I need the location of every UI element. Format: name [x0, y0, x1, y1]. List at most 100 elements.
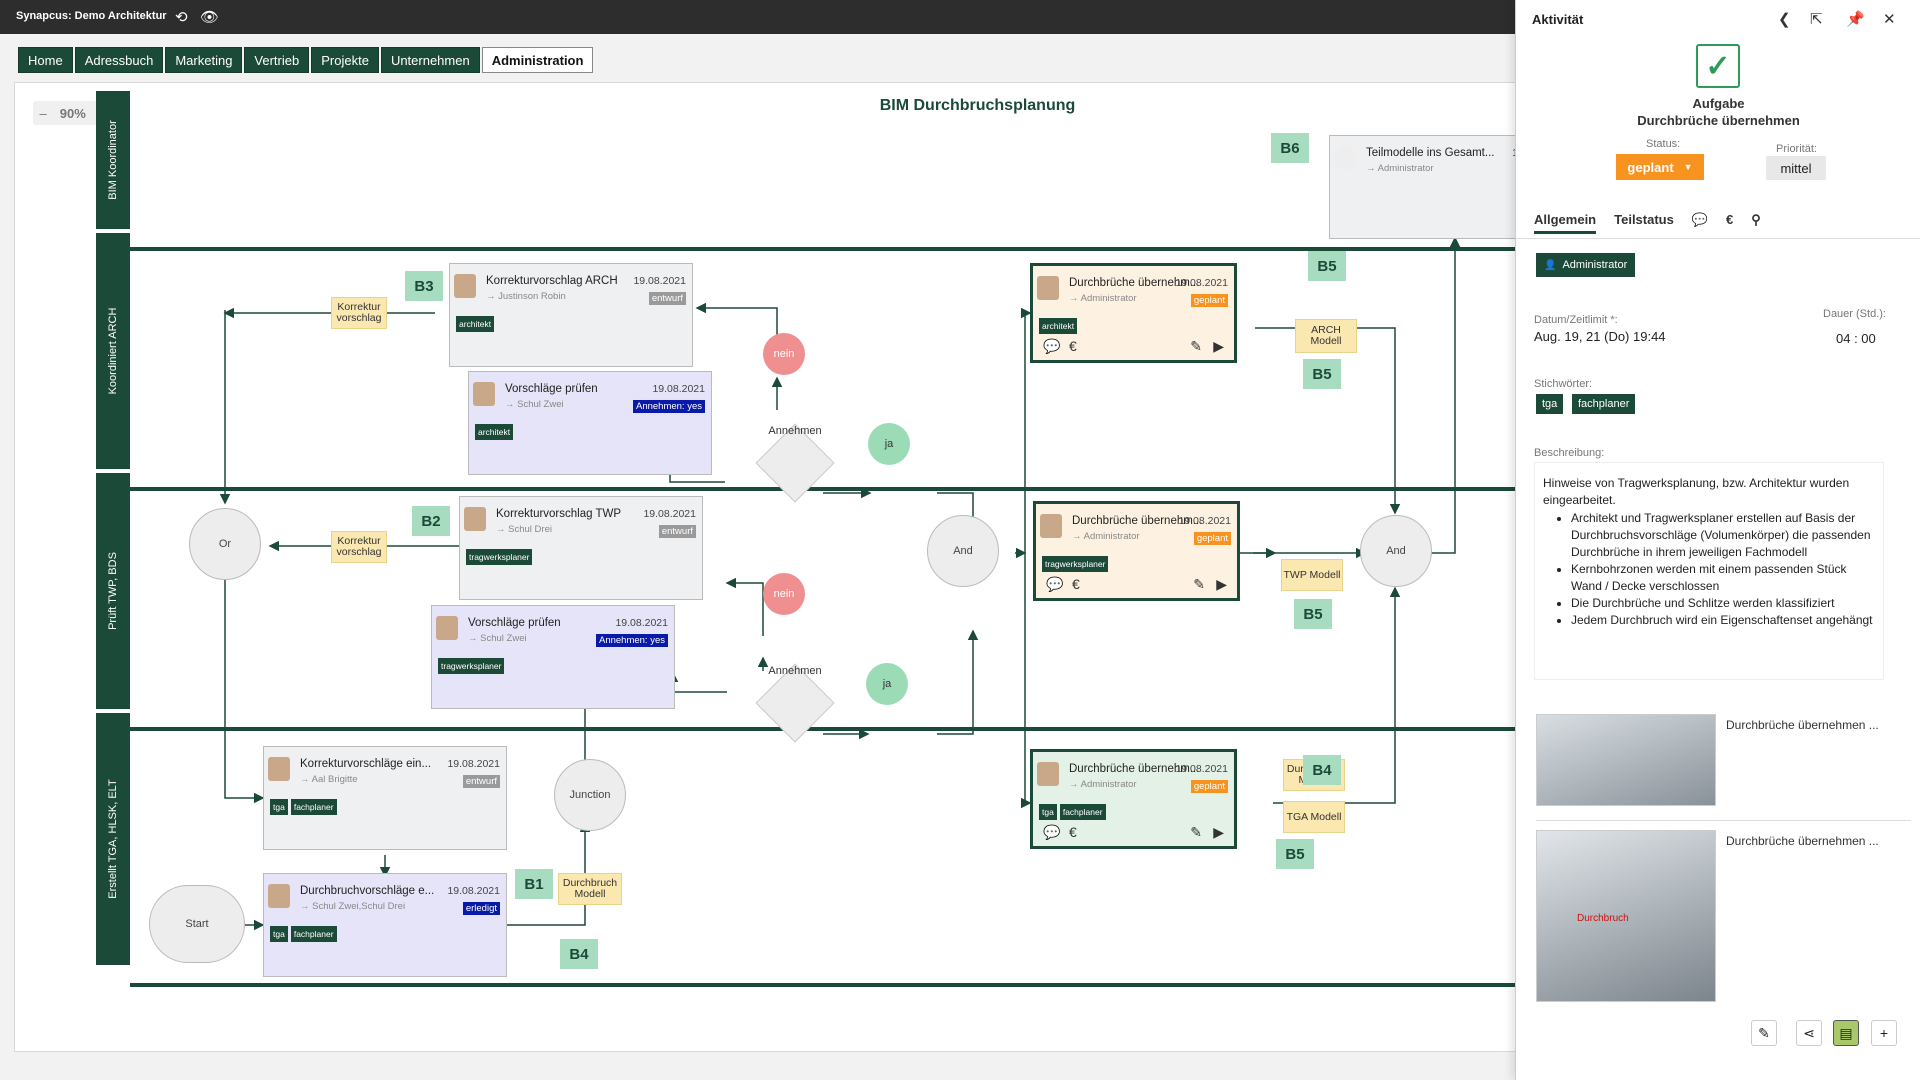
description-item: Kernbohrzonen werden mit einem passenden… — [1571, 561, 1875, 595]
app-title: Synapcus: Demo Architektur — [16, 10, 167, 22]
comment-icon[interactable]: 💬 — [1043, 824, 1061, 840]
euro-icon[interactable]: € — [1069, 824, 1077, 840]
task-card[interactable]: Vorschläge prüfen 19.08.2021 → Schul Zwe… — [431, 605, 675, 709]
tga-modell-note[interactable]: TGA Modell — [1283, 801, 1345, 833]
task-assignee: → Administrator — [1069, 779, 1137, 790]
attachment-title[interactable]: Durchbrüche übernehmen ... — [1726, 718, 1879, 732]
durchbruch-modell-note[interactable]: Durchbruch Modell — [558, 873, 622, 905]
node-label: nein — [773, 348, 795, 360]
attachment-thumbnail[interactable]: Durchbruch — [1536, 830, 1716, 1002]
back-icon[interactable]: ❮ — [1778, 11, 1791, 28]
b4-badge: B4 — [560, 939, 598, 969]
description-box[interactable]: Hinweise von Tragwerksplanung, bzw. Arch… — [1534, 462, 1884, 680]
tab-administration[interactable]: Administration — [481, 47, 594, 73]
edit-icon[interactable]: ✎ — [1190, 338, 1202, 354]
add-button[interactable]: + — [1871, 1020, 1897, 1046]
play-icon[interactable]: ▶ — [1216, 576, 1227, 592]
junction-gateway[interactable]: Junction — [554, 759, 626, 831]
priority-value[interactable]: mittel — [1766, 156, 1826, 180]
edit-icon[interactable]: ✎ — [1193, 576, 1205, 592]
process-canvas[interactable]: – 90% + BIM Durchbruchsplanung — [14, 82, 1520, 1052]
comment-icon[interactable]: 💬 — [1691, 212, 1709, 227]
tag: architekt — [1039, 318, 1078, 334]
status-label: Status: — [1646, 138, 1681, 150]
and-gateway[interactable]: And — [927, 515, 999, 587]
start-event[interactable]: Start — [149, 885, 245, 963]
task-card[interactable]: Durchbruchvorschläge e... 19.08.2021 → S… — [263, 873, 507, 977]
task-card[interactable]: Durchbrüche übernehm... 19.08.2021 → Adm… — [1030, 749, 1237, 849]
korrekturvorschlag-note[interactable]: Korrektur vorschlag — [331, 297, 387, 329]
task-assignee: → Aal Brigitte — [300, 774, 358, 785]
status-dropdown[interactable]: geplant▼ — [1616, 154, 1704, 180]
deadline-value[interactable]: Aug. 19, 21 (Do) 19:44 — [1534, 329, 1666, 344]
close-icon[interactable]: ✕ — [1883, 11, 1896, 28]
location-icon[interactable]: ⚲ — [1751, 212, 1761, 227]
lane-prueft-twp: Prüft TWP, BDS — [96, 473, 130, 709]
comment-icon[interactable]: 💬 — [1043, 338, 1061, 354]
task-card[interactable]: Teilmodelle ins Gesamt... 1 → Administra… — [1329, 135, 1519, 239]
task-title: Durchbrüche übernehm... — [1069, 277, 1200, 289]
eye-icon[interactable]: 👁 — [200, 9, 220, 26]
tab-marketing[interactable]: Marketing — [165, 47, 243, 73]
and-gateway[interactable]: And — [1360, 515, 1432, 587]
ja-node[interactable]: ja — [868, 423, 910, 465]
main-nav: Home Adressbuch Marketing Vertrieb Proje… — [18, 47, 594, 73]
task-card[interactable]: Durchbrüche übernehm... 19.08.2021 → Adm… — [1033, 501, 1240, 601]
task-card[interactable]: Korrekturvorschlag TWP 19.08.2021 → Schu… — [459, 496, 703, 600]
attachment-thumbnail[interactable] — [1536, 714, 1716, 806]
twp-modell-note[interactable]: TWP Modell — [1281, 559, 1343, 591]
keyword-tag[interactable]: fachplaner — [1572, 394, 1636, 414]
play-icon[interactable]: ▶ — [1213, 824, 1224, 840]
task-card[interactable]: Korrekturvorschläge ein... 19.08.2021 → … — [263, 746, 507, 850]
nein-node[interactable]: nein — [763, 333, 805, 375]
attachment-title[interactable]: Durchbrüche übernehmen ... — [1726, 834, 1879, 848]
task-card[interactable]: Korrekturvorschlag ARCH 19.08.2021 → Jus… — [449, 263, 693, 367]
status-value: geplant — [1627, 159, 1674, 175]
comment-icon[interactable]: 💬 — [1046, 576, 1064, 592]
tag: tragwerksplaner — [466, 549, 533, 565]
avatar — [1040, 514, 1062, 538]
tab-projekte[interactable]: Projekte — [311, 47, 379, 73]
b5-badge: B5 — [1308, 251, 1346, 281]
euro-icon[interactable]: € — [1726, 212, 1734, 227]
play-icon[interactable]: ▶ — [1213, 338, 1224, 354]
ja-node[interactable]: ja — [866, 663, 908, 705]
tab-teilstatus[interactable]: Teilstatus — [1614, 212, 1674, 227]
gateway-label: Start — [185, 918, 209, 930]
edit-button[interactable]: ✎ — [1751, 1020, 1777, 1046]
decision-label: Annehmen — [768, 665, 822, 677]
tab-home[interactable]: Home — [18, 47, 73, 73]
tag: architekt — [475, 424, 514, 440]
pin-icon[interactable]: 📌 — [1846, 11, 1865, 28]
lane-koordiniert-arch: Koordiniert ARCH — [96, 233, 130, 469]
b1-badge: B1 — [515, 869, 553, 899]
external-link-icon[interactable]: ⇱ — [1810, 11, 1823, 28]
history-icon[interactable]: ⟲ — [175, 9, 188, 26]
or-gateway[interactable]: Or — [189, 508, 261, 580]
task-assignee: → Schul Zwei — [505, 399, 564, 410]
task-title: Teilmodelle ins Gesamt... — [1366, 147, 1495, 159]
korrekturvorschlag-note[interactable]: Korrektur vorschlag — [331, 531, 387, 563]
zoom-out-button[interactable]: – — [39, 105, 47, 121]
edit-icon[interactable]: ✎ — [1190, 824, 1202, 840]
euro-icon[interactable]: € — [1069, 338, 1077, 354]
tab-unternehmen[interactable]: Unternehmen — [380, 47, 480, 73]
tab-allgemein[interactable]: Allgemein — [1534, 212, 1597, 234]
tab-adressbuch[interactable]: Adressbuch — [74, 47, 164, 73]
task-date: 19.08.2021 — [652, 383, 705, 395]
share-button[interactable]: ⋖ — [1796, 1020, 1822, 1046]
gateway-label: Or — [218, 538, 232, 550]
arch-modell-note[interactable]: ARCH Modell — [1295, 319, 1357, 353]
assignee-chip[interactable]: 👤Administrator — [1536, 253, 1636, 277]
diagram-title: BIM Durchbruchsplanung — [879, 97, 1076, 114]
nein-node[interactable]: nein — [763, 573, 805, 615]
tag: architekt — [456, 316, 495, 332]
euro-icon[interactable]: € — [1072, 576, 1080, 592]
keyword-tag[interactable]: tga — [1536, 394, 1564, 414]
duration-value[interactable]: 04 : 00 — [1836, 331, 1876, 346]
task-card[interactable]: Vorschläge prüfen 19.08.2021 → Schul Zwe… — [468, 371, 712, 475]
task-assignee: → Schul Zwei — [468, 633, 527, 644]
task-card[interactable]: Durchbrüche übernehm... 19.08.2021 → Adm… — [1030, 263, 1237, 363]
tab-vertrieb[interactable]: Vertrieb — [244, 47, 310, 73]
notes-button[interactable]: ▤ — [1833, 1020, 1859, 1046]
